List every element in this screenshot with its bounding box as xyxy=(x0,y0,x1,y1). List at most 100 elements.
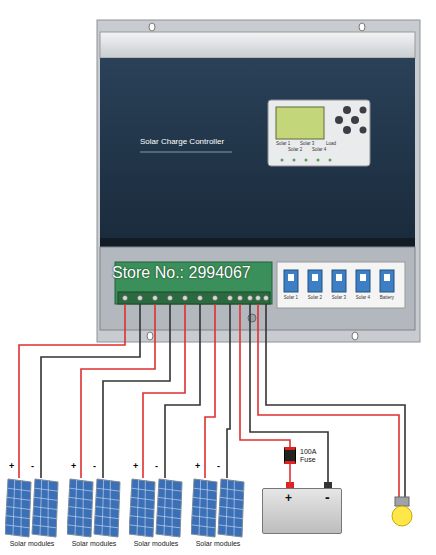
solar-module: Solar modules xyxy=(129,478,183,552)
polarity-sign: - xyxy=(217,461,220,471)
polarity-sign: + xyxy=(133,462,138,472)
mounting-plate xyxy=(97,20,420,342)
breaker-label: Solar 3 xyxy=(332,295,346,300)
module-caption: Solar modules xyxy=(134,540,179,547)
fuse-rating: 100A Fuse xyxy=(300,448,324,463)
breaker-label: Battery xyxy=(380,295,394,300)
solar-module: Solar modules xyxy=(191,478,245,552)
polarity-sign: - xyxy=(217,462,220,472)
polarity-sign: - xyxy=(31,462,34,472)
wire xyxy=(289,464,291,488)
polarity-sign: + xyxy=(9,462,14,472)
wire xyxy=(19,330,125,478)
indicator-label: Load xyxy=(326,141,336,146)
polarity-sign: + xyxy=(9,461,14,471)
polarity-sign: + xyxy=(71,462,76,472)
wire xyxy=(165,330,200,478)
wire xyxy=(103,330,170,478)
polarity-sign: + xyxy=(71,461,76,471)
panel-band xyxy=(100,238,415,247)
indicator-label: Solar 3 xyxy=(300,142,314,147)
lcd-buttons xyxy=(335,106,367,134)
indicator-label: Solar 4 xyxy=(312,148,326,153)
solar-panel xyxy=(67,479,93,537)
module-caption: Solar modules xyxy=(72,540,117,547)
wire-stubs xyxy=(125,304,250,330)
polarity-sign: - xyxy=(325,489,330,505)
polarity-sign: + xyxy=(133,461,138,471)
housing-lid xyxy=(100,32,415,58)
solar-panel xyxy=(32,479,58,537)
breaker-label: Solar 2 xyxy=(308,295,322,300)
indicator-label: Solar 2 xyxy=(288,147,302,152)
polarity-sign: - xyxy=(325,490,330,505)
indicator-label: Load xyxy=(326,142,336,147)
solar-panel-art xyxy=(5,478,59,538)
polarity-sign: - xyxy=(93,462,96,472)
polarity-sign: + xyxy=(285,492,292,505)
solar-panel xyxy=(218,479,244,537)
indicator-leds xyxy=(281,159,332,162)
breaker-label: Solar 1 xyxy=(284,296,298,301)
battery: +- xyxy=(262,488,342,534)
panel-title: Solar Charge Controller xyxy=(140,137,224,146)
polarity-sign: + xyxy=(285,491,292,505)
breaker-panel xyxy=(277,262,405,308)
lamp-bulb xyxy=(392,506,412,526)
solar-panel xyxy=(191,479,217,537)
wire xyxy=(227,330,230,478)
lamp-wire xyxy=(266,304,405,498)
solar-panel-art xyxy=(67,478,121,538)
breaker-label: Solar 4 xyxy=(356,295,370,300)
lamp-base xyxy=(395,497,409,506)
polarity-sign: - xyxy=(155,462,158,472)
wire xyxy=(250,330,328,488)
polarity-sign: - xyxy=(31,461,34,471)
polarity-sign: + xyxy=(195,461,200,471)
solar-panel-art xyxy=(129,478,183,538)
module-caption: Solar modules xyxy=(196,540,241,547)
solar-panel xyxy=(129,479,155,537)
wire xyxy=(143,330,185,478)
polarity-sign: - xyxy=(155,461,158,471)
breaker-label: Battery xyxy=(380,296,394,301)
wire xyxy=(240,330,290,447)
terminal-screws xyxy=(123,296,269,301)
controller-housing: Solar Charge Controller xyxy=(100,30,415,330)
module-caption: Solar modules xyxy=(191,540,245,548)
indicator-label: Solar 2 xyxy=(288,148,302,153)
polarity-sign: + xyxy=(195,462,200,472)
module-caption: Solar modules xyxy=(129,540,183,548)
fuse: 100A Fuse xyxy=(284,447,296,464)
wire xyxy=(205,330,215,478)
front-panel xyxy=(100,58,415,240)
indicator-label: Solar 4 xyxy=(312,147,326,152)
panel-title: Solar Charge Controller xyxy=(140,138,224,147)
lcd-bezel xyxy=(268,100,370,166)
circuit-breakers xyxy=(284,270,394,292)
fuse-rating: 100A Fuse xyxy=(300,448,316,463)
watermark: Store No.: 2994067 xyxy=(112,264,251,281)
breaker-label: Solar 1 xyxy=(284,295,298,300)
solar-panel xyxy=(156,479,182,537)
wire xyxy=(41,330,140,478)
module-caption: Solar modules xyxy=(10,540,55,547)
wire xyxy=(81,330,155,478)
terminal-block xyxy=(118,292,270,304)
module-caption: Solar modules xyxy=(67,540,121,548)
solar-panel-art xyxy=(191,478,245,538)
indicator-label: Solar 3 xyxy=(300,141,314,146)
module-caption: Solar modules xyxy=(5,540,59,548)
breaker-label: Solar 2 xyxy=(308,296,322,301)
title-rule xyxy=(140,152,232,153)
solar-panel xyxy=(5,479,31,537)
watermark: Store No.: 2994067 xyxy=(112,264,251,282)
indicator-label: Solar 1 xyxy=(276,141,290,146)
polarity-sign: - xyxy=(93,461,96,471)
solar-module: Solar modules xyxy=(67,478,121,552)
breaker-label: Solar 4 xyxy=(356,296,370,301)
lcd-screen xyxy=(276,107,324,139)
solar-panel xyxy=(94,479,120,537)
